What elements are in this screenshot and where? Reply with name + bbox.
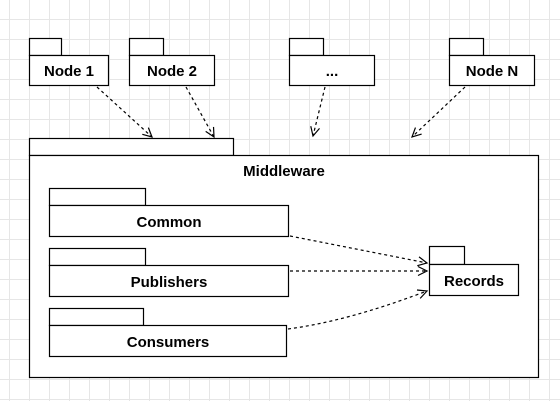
middleware-title: Middleware [243,163,325,180]
node-1-package[interactable]: Node 1 [28,37,110,87]
node-ellipsis-package[interactable]: ... [288,37,376,87]
dependency-arrow-node2-middleware [185,86,215,139]
dependency-arrow-ellipsis-middleware [310,86,326,138]
consumers-package[interactable]: Consumers [48,307,288,358]
dependency-arrow-node1-middleware [96,86,153,138]
node-1-label: Node 1 [44,63,94,80]
node-n-package[interactable]: Node N [448,37,536,87]
publishers-package[interactable]: Publishers [48,247,290,298]
common-label: Common [137,214,202,231]
common-package[interactable]: Common [48,187,290,238]
node-2-package[interactable]: Node 2 [128,37,216,87]
dependency-arrow-noden-middleware [411,86,466,138]
dependency-arrow-common-records [289,235,429,267]
consumers-label: Consumers [127,334,210,351]
node-2-label: Node 2 [147,63,197,80]
dependency-arrow-consumers-records [287,289,429,330]
records-package[interactable]: Records [428,245,520,297]
records-label: Records [444,273,504,290]
node-ellipsis-label: ... [326,63,339,80]
node-n-label: Node N [466,63,519,80]
publishers-label: Publishers [131,274,208,291]
